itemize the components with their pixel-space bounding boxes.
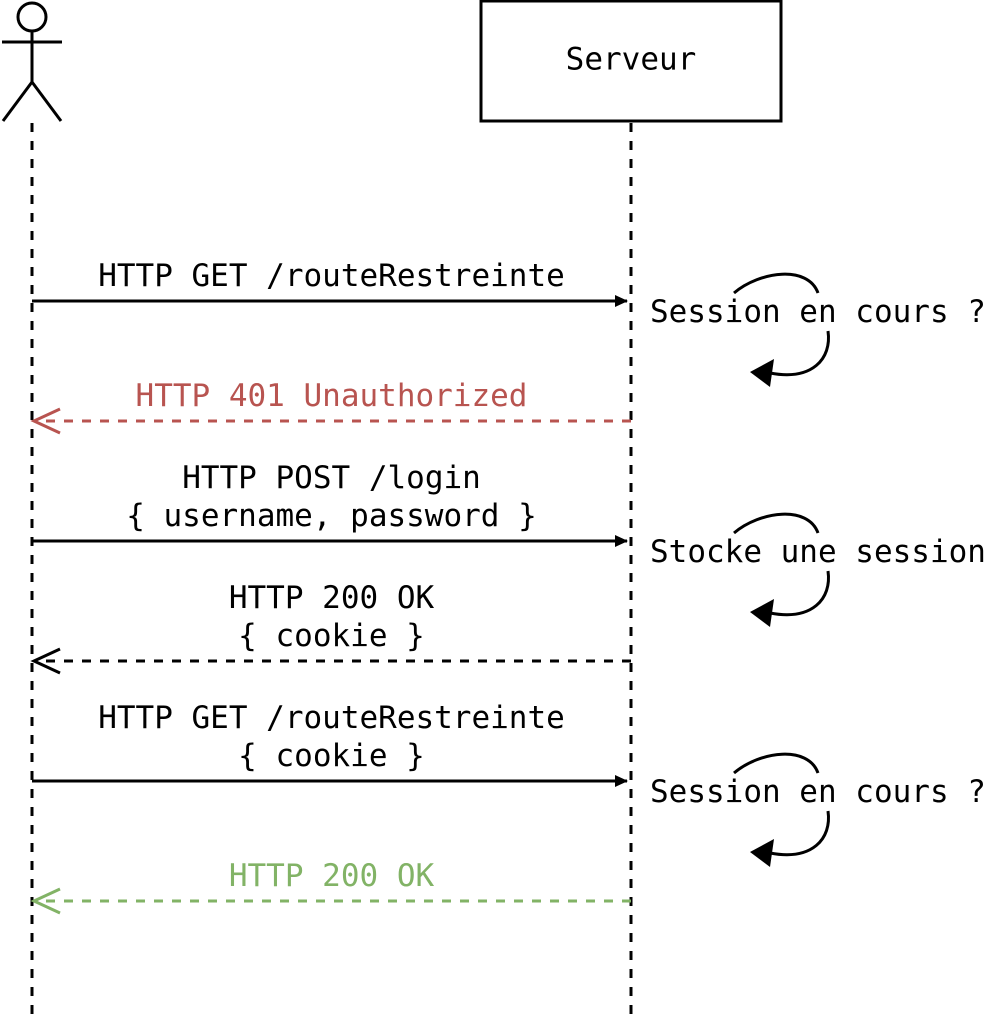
self-loop-arrow-icon	[733, 512, 820, 535]
self-loop-arrow-icon	[769, 570, 830, 617]
message-5: HTTP GET /routeRestreinte{ cookie }	[32, 700, 628, 787]
message-label: HTTP GET /routeRestreinte	[98, 700, 565, 736]
server-note-1: Session en cours ?	[650, 272, 986, 387]
arrowhead-icon	[750, 359, 774, 387]
open-arrowhead-icon	[30, 647, 61, 675]
server-label: Serveur	[566, 42, 697, 78]
server-note-2: Stocke une session	[650, 512, 986, 627]
server-participant: Serveur	[479, 0, 783, 123]
server-note-label: Stocke une session	[650, 534, 986, 570]
client-actor-icon	[1, 1, 63, 122]
message-label: HTTP POST /login	[182, 460, 481, 496]
self-loop-arrow-icon	[733, 272, 820, 295]
server-notes-group: Session en cours ?Stocke une sessionSess…	[650, 272, 986, 867]
self-loop-arrow-icon	[733, 752, 820, 775]
message-2: HTTP 401 Unauthorized	[30, 378, 631, 435]
message-3: HTTP POST /login{ username, password }	[32, 460, 628, 547]
message-4: HTTP 200 OK{ cookie }	[30, 580, 631, 675]
self-loop-arrow-icon	[769, 330, 830, 377]
arrowhead-icon	[750, 599, 774, 627]
server-note-label: Session en cours ?	[650, 294, 986, 330]
message-label: HTTP 200 OK	[229, 580, 435, 616]
message-label: HTTP 401 Unauthorized	[136, 378, 528, 414]
open-arrowhead-icon	[30, 407, 61, 435]
server-note-label: Session en cours ?	[650, 774, 986, 810]
message-label: { cookie }	[238, 738, 425, 774]
arrowhead-icon	[750, 839, 774, 867]
message-label: { cookie }	[238, 618, 425, 654]
message-1: HTTP GET /routeRestreinte	[32, 258, 628, 307]
message-label: HTTP GET /routeRestreinte	[98, 258, 565, 294]
message-6: HTTP 200 OK	[30, 858, 631, 915]
self-loop-arrow-icon	[769, 810, 830, 857]
message-label: { username, password }	[126, 498, 537, 534]
message-label: HTTP 200 OK	[229, 858, 435, 894]
server-note-3: Session en cours ?	[650, 752, 986, 867]
open-arrowhead-icon	[30, 887, 61, 915]
